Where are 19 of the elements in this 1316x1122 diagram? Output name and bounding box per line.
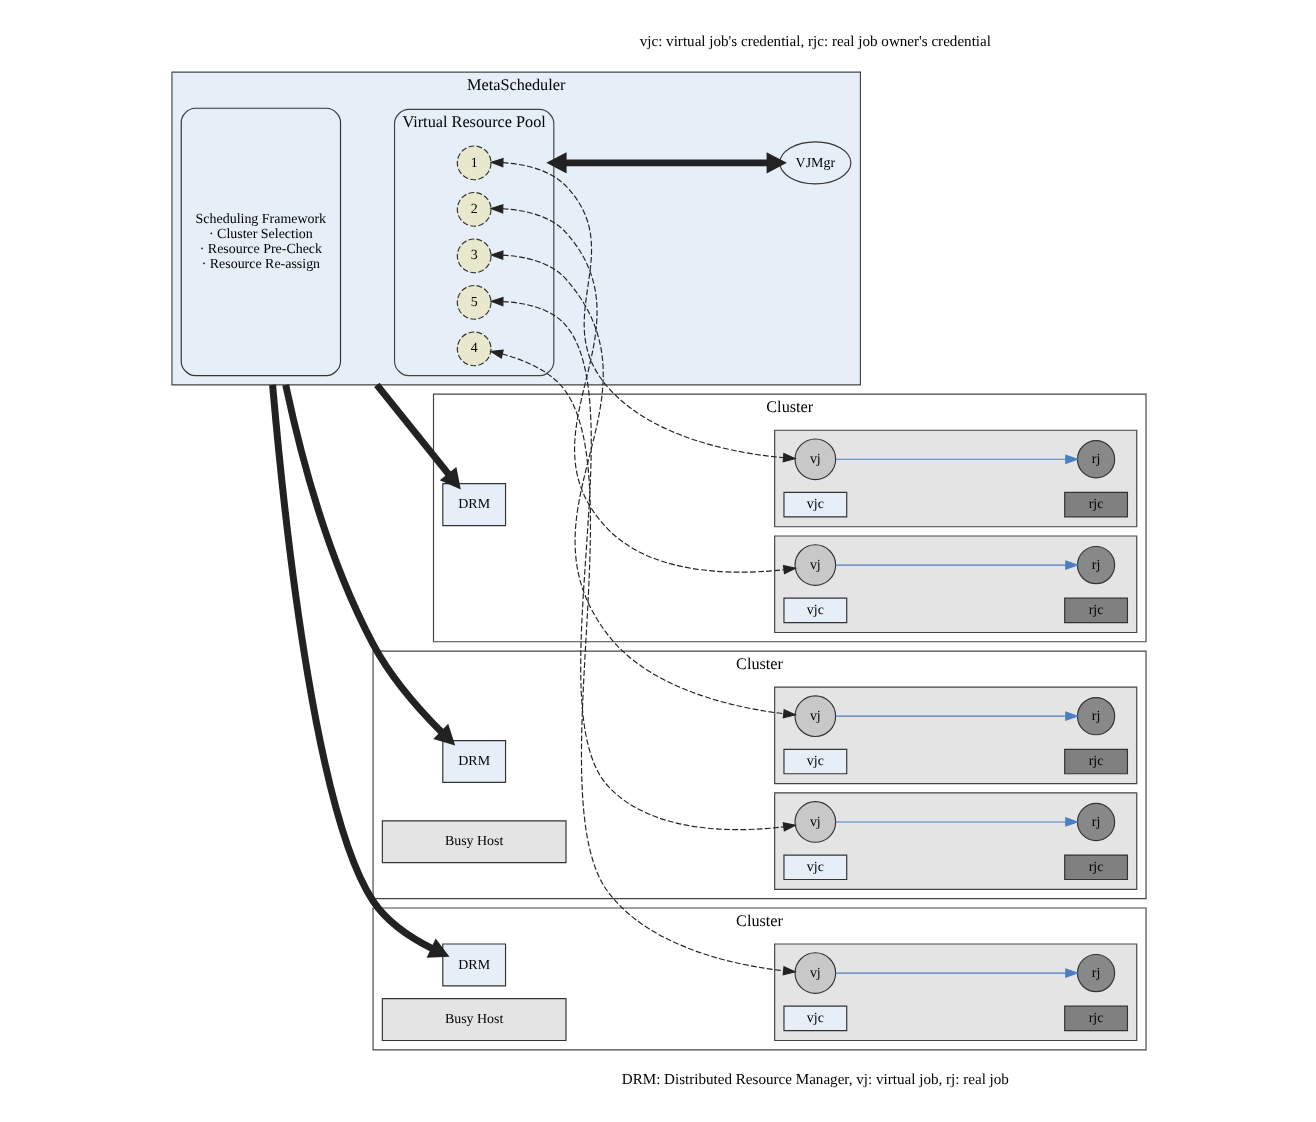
cluster — [773, 429, 1137, 528]
arrow — [281, 384, 455, 746]
arrow — [373, 382, 460, 490]
arrow — [545, 152, 786, 174]
arrow — [834, 454, 1079, 465]
cluster — [773, 792, 1137, 890]
arrow — [488, 250, 797, 719]
arrow — [834, 711, 1079, 722]
arrow — [834, 817, 1079, 827]
arrow — [834, 560, 1079, 570]
arrow — [268, 384, 449, 958]
arrow — [488, 203, 797, 575]
cluster — [773, 535, 1137, 634]
arrow — [488, 349, 796, 976]
cluster — [773, 686, 1137, 785]
arrow — [488, 296, 797, 832]
cluster — [773, 943, 1137, 1042]
arrow — [488, 157, 796, 463]
arrow — [834, 968, 1079, 978]
